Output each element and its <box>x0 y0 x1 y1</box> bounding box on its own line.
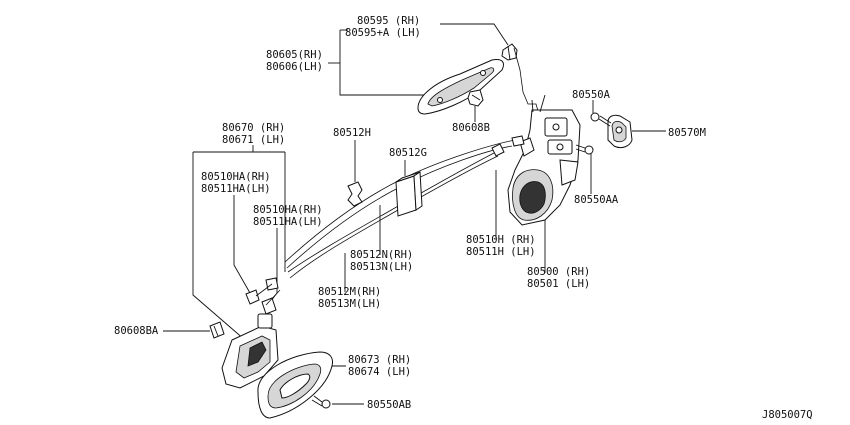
escutcheon-part <box>257 351 333 419</box>
grommet-part <box>467 89 484 107</box>
callout-text: 80513N(LH) <box>350 261 413 273</box>
callout-cable-m: 80512M(RH) 80513M(LH) <box>318 286 381 310</box>
callout-screw-a: 80550A <box>572 89 611 101</box>
callout-text: 80510HA(RH) <box>201 171 271 183</box>
callout-inside-handle-assy: 80670 (RH) 80671 (LH) <box>222 122 285 146</box>
callout-text: 80511HA(LH) <box>201 183 271 195</box>
screw-ab-part <box>311 395 331 409</box>
leader-rod-clip-upper <box>233 195 251 294</box>
clip-ba-part <box>209 321 225 339</box>
callout-text: 80511H (LH) <box>466 246 536 258</box>
callout-text: 80510H (RH) <box>466 234 536 246</box>
callout-striker: 80570M <box>668 127 706 139</box>
callout-grommet: 80608B <box>452 122 490 134</box>
callout-text: 80512H <box>333 127 371 139</box>
callout-text: 80511HA(LH) <box>253 216 323 228</box>
callout-text: 80512G <box>389 147 427 159</box>
leader-outside-handle <box>339 30 428 96</box>
callout-clip-h: 80512H <box>333 127 371 139</box>
callout-clip-g: 80512G <box>389 147 427 159</box>
callout-text: 80501 (LH) <box>527 278 590 290</box>
screw-aa-part <box>575 144 594 155</box>
callout-text: 80512N(RH) <box>350 249 413 261</box>
leader-rod-clip-lower <box>267 228 278 306</box>
callout-text: 80570M <box>668 127 706 139</box>
callout-door-lock: 80500 (RH) 80501 (LH) <box>527 266 590 290</box>
inside-handle-part <box>221 313 279 389</box>
callout-screw-aa: 80550AA <box>574 194 619 206</box>
clip-g-part <box>395 171 423 217</box>
callout-handle-outer-end: 80595 (RH) 80595+A (LH) <box>345 15 421 39</box>
callout-text: 80513M(LH) <box>318 298 381 310</box>
callout-clip-ba: 80608BA <box>114 325 159 337</box>
callout-screw-ab: 80550AB <box>367 399 411 411</box>
callout-rod-clip-upper: 80510HA(RH) 80511HA(LH) <box>201 171 271 195</box>
leader-handle-end <box>440 23 509 46</box>
leader-inside-handle-left <box>192 152 246 341</box>
outside-handle-part <box>417 59 505 115</box>
callout-text: 80606(LH) <box>266 61 323 73</box>
callout-text: 80673 (RH) <box>348 354 411 366</box>
callout-text: 80670 (RH) <box>222 122 285 134</box>
callout-text: 80550AA <box>574 194 619 206</box>
callout-text: 80595 (RH) <box>357 15 420 27</box>
callout-outside-handle: 80605(RH) 80606(LH) <box>266 49 323 73</box>
callout-text: 80608B <box>452 122 490 134</box>
door-lock-part <box>507 94 581 226</box>
callout-text: 80512M(RH) <box>318 286 381 298</box>
screw-a-part <box>590 112 612 127</box>
callout-rod-clip-lower: 80510HA(RH) 80511HA(LH) <box>253 204 323 228</box>
callout-cable-n: 80512N(RH) 80513N(LH) <box>350 249 413 273</box>
callout-text: 80595+A (LH) <box>345 27 421 39</box>
callout-text: 80605(RH) <box>266 49 323 61</box>
callout-text: 80550A <box>572 89 611 101</box>
clip-h-part <box>347 181 363 207</box>
handle-end-clip <box>501 43 518 61</box>
rod-clip-parts <box>245 277 281 315</box>
callout-text: 80674 (LH) <box>348 366 411 378</box>
callout-text: 80671 (LH) <box>222 134 285 146</box>
callout-rod-clip-lock: 80510H (RH) 80511H (LH) <box>466 234 536 258</box>
callout-text: 80550AB <box>367 399 411 411</box>
callout-text: 80608BA <box>114 325 159 337</box>
callout-escutcheon: 80673 (RH) 80674 (LH) <box>348 354 411 378</box>
striker-part <box>607 114 633 149</box>
callout-text: 80500 (RH) <box>527 266 590 278</box>
callout-text: 80510HA(RH) <box>253 204 323 216</box>
diagram-code: J805007Q <box>762 409 813 421</box>
outer-rod <box>513 47 541 119</box>
